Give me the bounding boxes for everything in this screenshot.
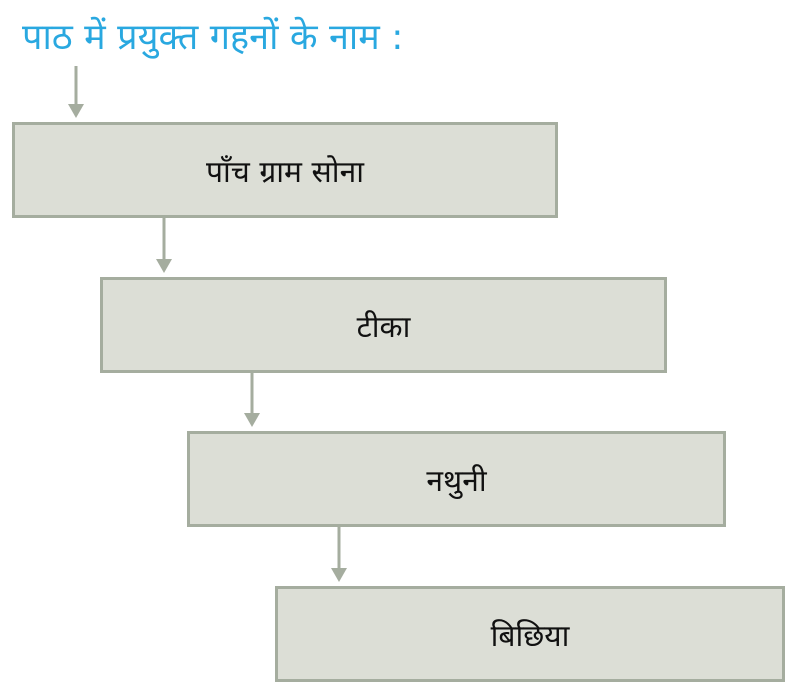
arrow-heading-to-item-1 [68,66,84,118]
ornament-box-3: नथुनी [187,431,726,527]
arrow-item-2-to-item-3 [244,373,260,427]
ornament-label: बिछिया [490,618,570,654]
ornament-label: नथुनी [426,463,487,499]
diagram-heading: पाठ में प्रयुक्त गहनों के नाम : [22,17,404,58]
ornament-label: पाँच ग्राम सोना [205,154,365,190]
arrow-item-3-to-item-4 [331,527,347,582]
ornament-box-4: बिछिया [275,586,785,682]
ornament-label: टीका [356,309,411,345]
arrow-item-1-to-item-2 [156,218,172,273]
ornament-box-2: टीका [100,277,667,373]
ornament-box-1: पाँच ग्राम सोना [12,122,558,218]
